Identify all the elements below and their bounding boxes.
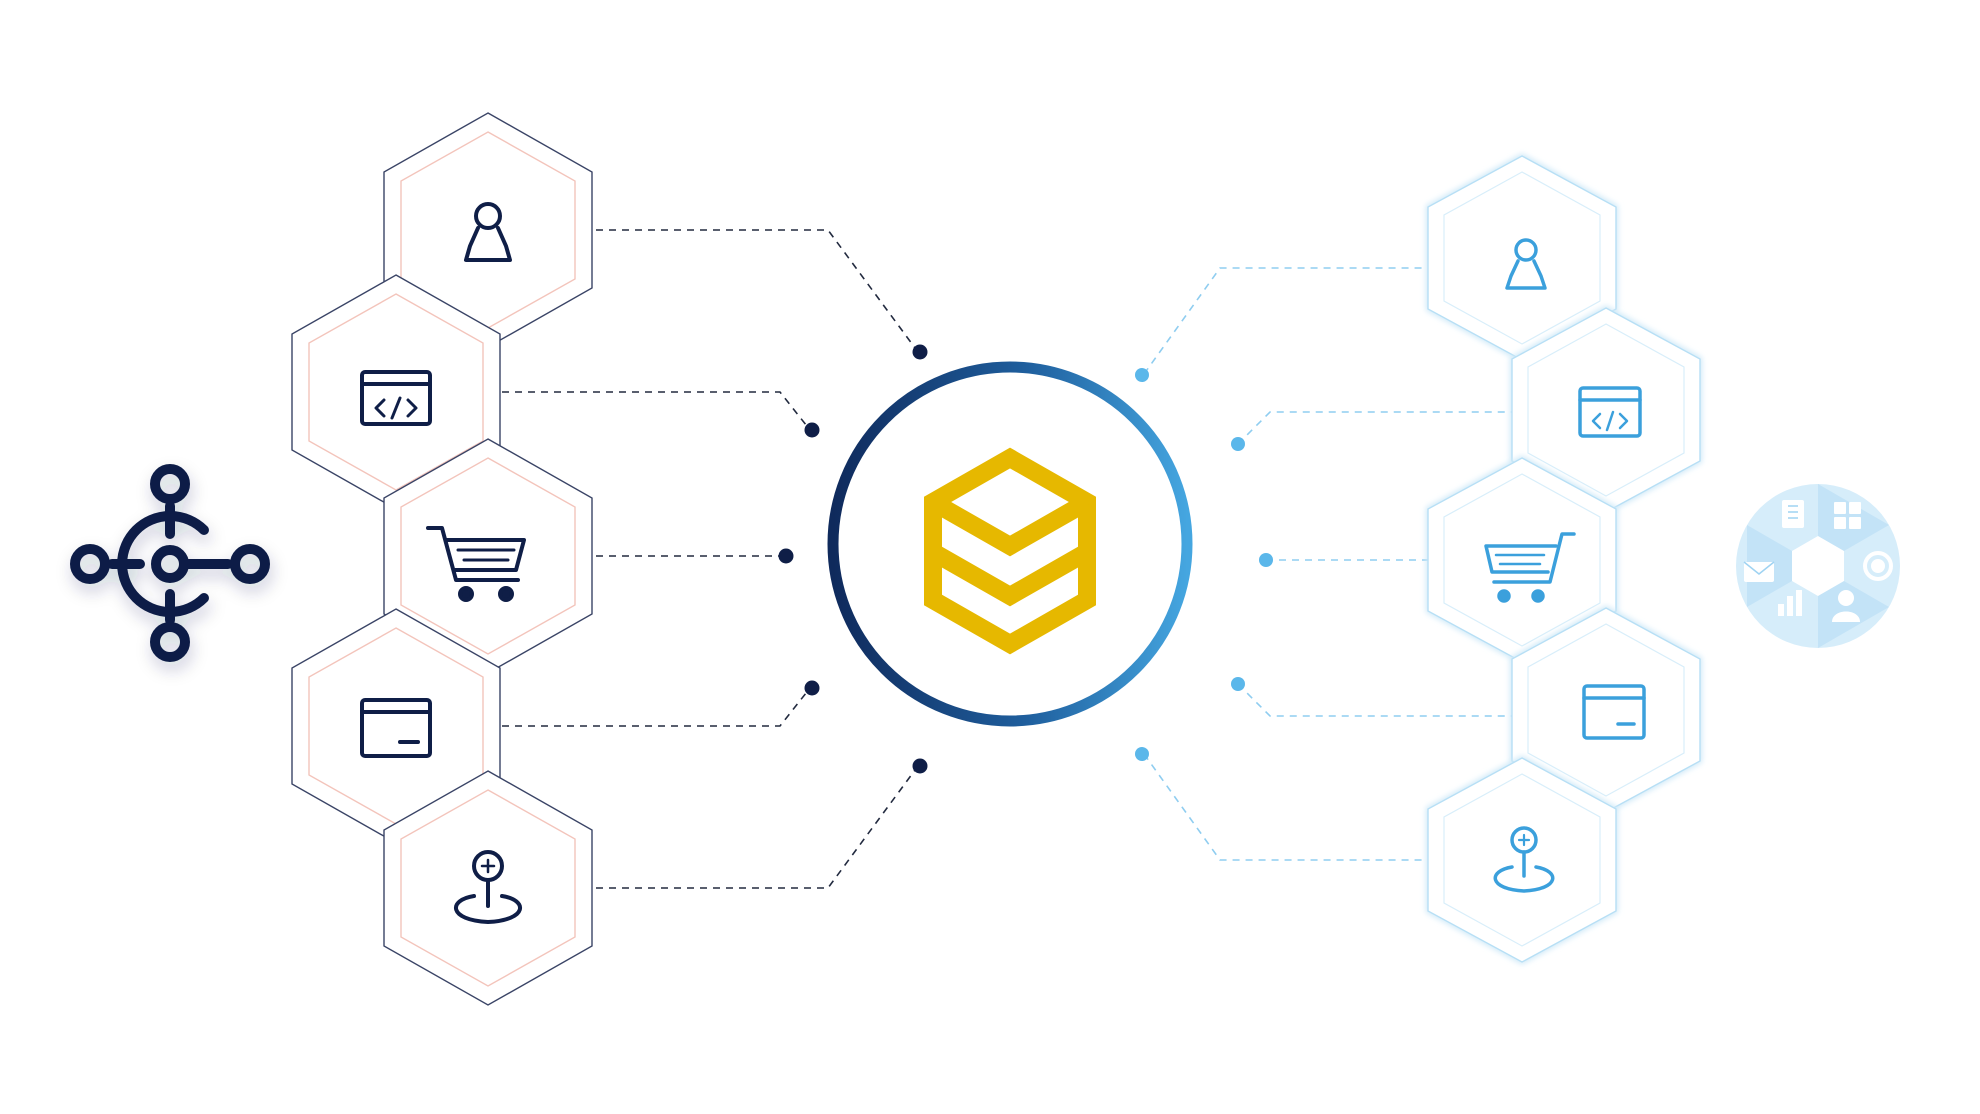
connector-dot xyxy=(1135,368,1149,382)
right-connectors xyxy=(1143,267,1516,861)
right-hex-cart xyxy=(1426,455,1618,665)
card-window-icon xyxy=(1582,684,1646,740)
connector-left-1 xyxy=(596,229,919,353)
card-window-icon xyxy=(360,698,432,758)
user-icon xyxy=(1505,238,1547,290)
hub-network-icon xyxy=(70,464,270,662)
connector-right-1 xyxy=(1143,267,1436,375)
left-connector-dots xyxy=(778,344,928,774)
right-hex-pin xyxy=(1426,755,1618,965)
sync-icon xyxy=(1863,551,1893,581)
location-pin-icon xyxy=(1493,826,1555,893)
connector-dot xyxy=(912,758,928,774)
connector-dot xyxy=(1135,747,1149,761)
shopping-cart-icon xyxy=(1484,532,1576,603)
connector-dot xyxy=(804,680,820,696)
user-icon xyxy=(464,202,512,262)
envelope-icon xyxy=(1744,562,1774,582)
connector-right-4 xyxy=(1237,683,1516,717)
connector-dot xyxy=(804,422,820,438)
shopping-cart-icon xyxy=(426,526,526,602)
left-connectors xyxy=(502,229,919,889)
right-hex-column xyxy=(1426,153,1702,965)
right-connector-dots xyxy=(1135,368,1273,761)
location-pin-icon xyxy=(454,850,522,924)
left-icons xyxy=(360,202,526,924)
left-hex-column xyxy=(291,112,593,1006)
code-window-icon xyxy=(1578,386,1642,438)
center-hub xyxy=(827,361,1193,727)
connector-dot xyxy=(1231,677,1245,691)
grid-icon xyxy=(1834,502,1861,529)
connector-dot xyxy=(1259,553,1273,567)
layered-stack-icon xyxy=(924,447,1096,655)
connector-left-5 xyxy=(596,765,919,889)
connector-left-4 xyxy=(502,687,811,727)
connector-right-5 xyxy=(1143,753,1436,861)
connector-dot xyxy=(778,548,794,564)
connector-dot xyxy=(912,344,928,360)
document-icon xyxy=(1782,500,1804,528)
right-icons xyxy=(1484,238,1646,893)
connector-dot xyxy=(1231,437,1245,451)
code-window-icon xyxy=(360,370,432,426)
person-icon xyxy=(1832,590,1860,622)
connector-left-2 xyxy=(502,391,811,431)
connector-right-2 xyxy=(1237,411,1516,445)
app-cluster-icon xyxy=(1736,484,1900,648)
bar-chart-icon xyxy=(1778,590,1802,616)
